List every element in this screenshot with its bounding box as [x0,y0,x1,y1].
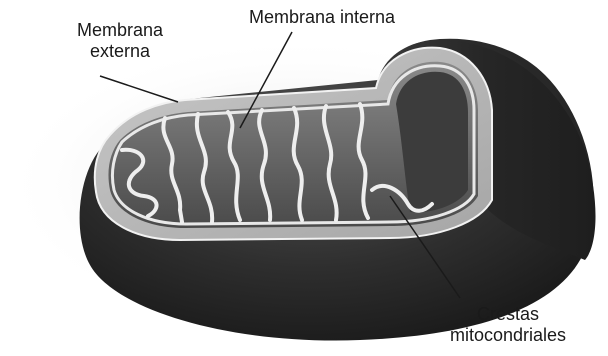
label-outer-membrane-line2: externa [56,41,184,62]
label-cristae-line2: mitocondriales [420,325,596,346]
label-inner-membrane: Membrana interna [208,7,436,28]
label-cristae: Crestas mitocondriales [420,304,596,346]
label-outer-membrane-line1: Membrana [56,20,184,41]
label-outer-membrane: Membrana externa [56,20,184,62]
label-cristae-line1: Crestas [420,304,596,325]
